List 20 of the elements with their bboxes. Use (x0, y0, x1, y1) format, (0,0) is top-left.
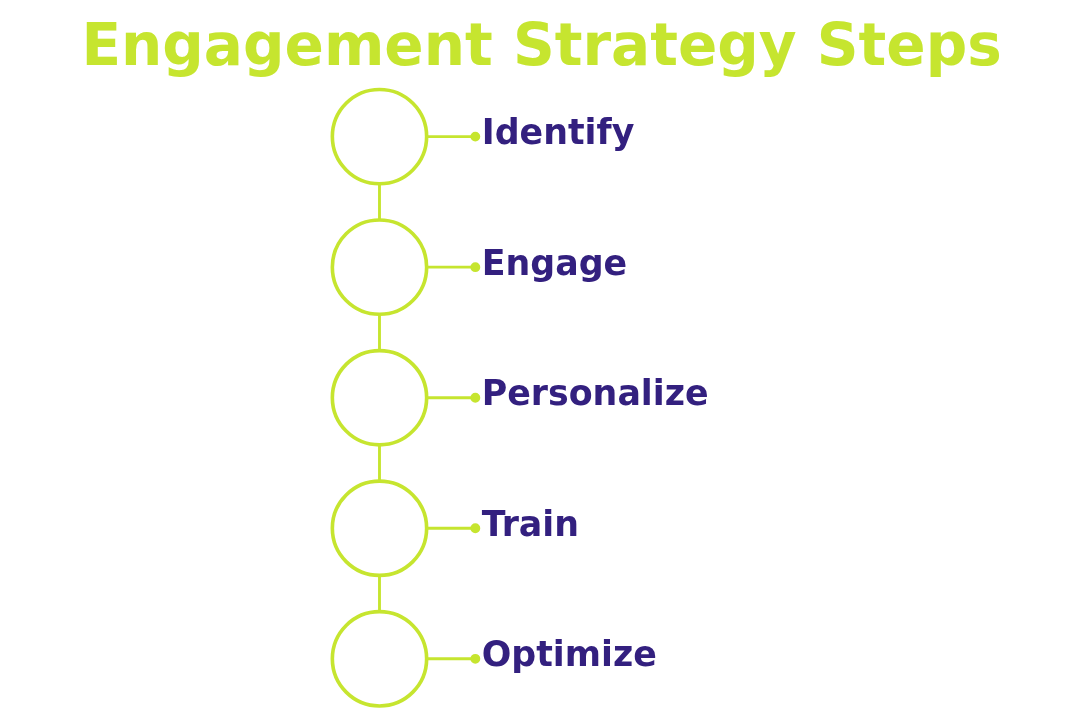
connector (426, 523, 480, 534)
node-text: Optimize (481, 634, 657, 675)
connector (377, 575, 381, 612)
connector (426, 392, 480, 403)
node-text: Engage (481, 242, 627, 283)
connector (426, 131, 480, 142)
node-text: Identify (481, 112, 634, 153)
node-text: Train (481, 503, 579, 544)
node-text: Personalize (481, 373, 709, 414)
node-circle (330, 479, 428, 578)
node-circle (330, 87, 428, 186)
connector (426, 262, 480, 273)
connector (377, 314, 381, 351)
connector (426, 653, 480, 664)
node-circle (330, 218, 428, 317)
connector (377, 184, 381, 220)
node-circle (330, 609, 428, 708)
connector (377, 445, 381, 481)
diagram-title: Engagement Strategy Steps (80, 10, 1002, 79)
node-circle (330, 348, 428, 447)
